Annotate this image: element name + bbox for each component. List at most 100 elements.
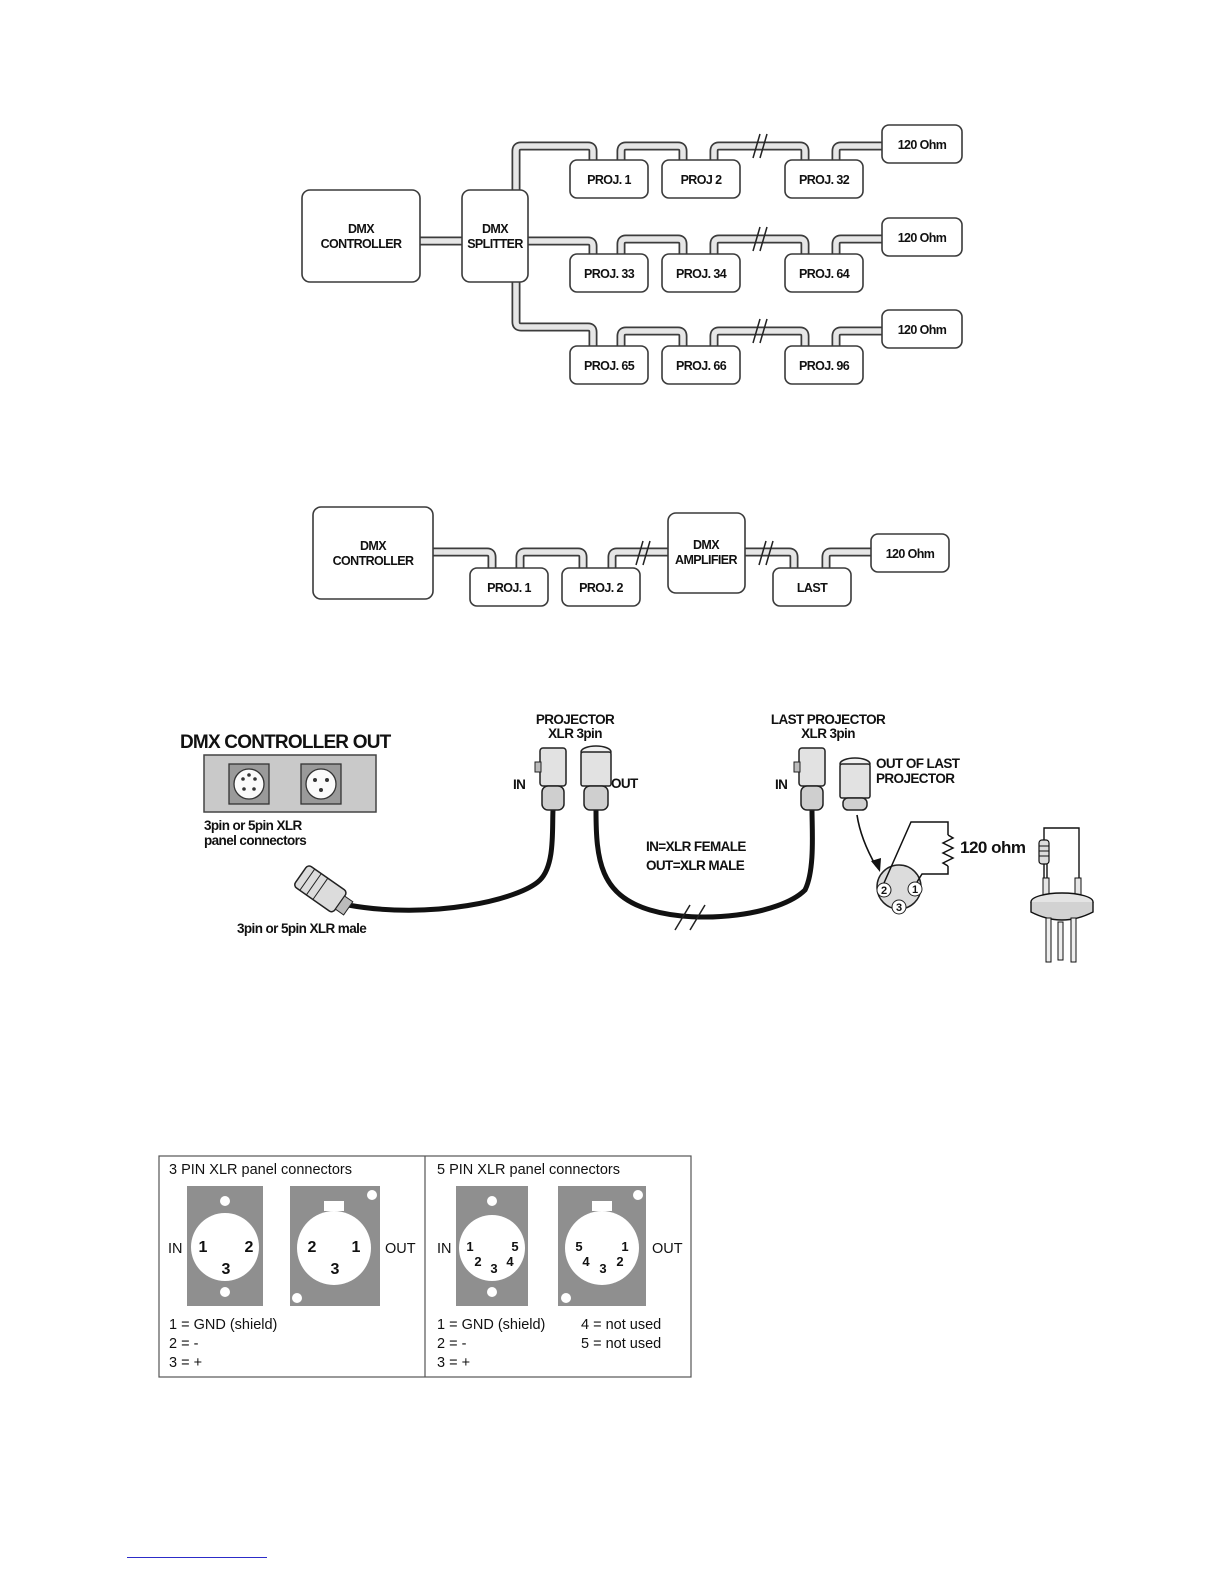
projector-box: PROJ. 1	[569, 159, 649, 199]
svg-text:5: 5	[575, 1239, 582, 1254]
projector-box: PROJ. 33	[569, 253, 649, 293]
projector-box: PROJ. 1	[469, 567, 549, 607]
svg-text:CONTROLLER: CONTROLLER	[321, 237, 402, 251]
svg-text:1: 1	[199, 1239, 208, 1256]
projector-box: PROJ. 34	[661, 253, 741, 293]
xlr-female-connector	[793, 747, 826, 811]
projector-box: PROJ. 32	[784, 159, 864, 199]
terminator-box: 120 Ohm	[881, 309, 963, 349]
out-label: OUT	[385, 1241, 416, 1257]
svg-text:1: 1	[912, 884, 918, 896]
five-pin-title: 5 PIN XLR panel connectors	[437, 1162, 620, 1178]
svg-text:PROJ. 65: PROJ. 65	[584, 359, 635, 373]
svg-text:PROJ. 1: PROJ. 1	[587, 173, 631, 187]
svg-text:1: 1	[352, 1239, 361, 1256]
svg-text:120 Ohm: 120 Ohm	[886, 547, 935, 561]
cable-controller-to-projector	[347, 809, 556, 913]
svg-text:PROJ. 64: PROJ. 64	[799, 267, 850, 281]
terminator-box: 120 Ohm	[881, 217, 963, 257]
connector-legend: OUT=XLR MALE	[646, 858, 745, 873]
projector-box: PROJ. 66	[661, 345, 741, 385]
arrow-to-pin-face	[856, 814, 877, 867]
three-pin-female-panel: 2 1 3	[290, 1186, 380, 1306]
projector-box: PROJ 2	[661, 159, 741, 199]
svg-text:2: 2	[308, 1239, 317, 1256]
cable-diagram: DMX CONTROLLER OUT 3pin or 5pin XLR pane…	[180, 712, 1094, 963]
svg-text:PROJ 2: PROJ 2	[681, 173, 723, 187]
pin-legend: 3 = +	[169, 1355, 202, 1371]
pin-legend: 1 = GND (shield)	[437, 1317, 545, 1333]
five-pin-male-panel: 1 5 2 4 3	[456, 1186, 528, 1306]
pin-legend: 5 = not used	[581, 1336, 661, 1352]
svg-text:AMPLIFIER: AMPLIFIER	[675, 553, 738, 567]
row2-cables	[616, 226, 882, 254]
svg-text:3: 3	[222, 1261, 231, 1278]
out-of-last-label: PROJECTOR	[876, 771, 955, 786]
controller-out-title: DMX CONTROLLER OUT	[180, 732, 392, 753]
three-pin-male-panel: 1 2 3	[187, 1186, 263, 1306]
splitter-branch-cables	[511, 141, 598, 346]
svg-text:120 Ohm: 120 Ohm	[898, 231, 947, 245]
row3-cables	[616, 318, 882, 346]
out-label: OUT	[611, 776, 639, 791]
amplifier-diagram: DMX CONTROLLER PROJ. 1 PROJ. 2 DMX AMPLI…	[312, 506, 950, 607]
svg-text:120 Ohm: 120 Ohm	[898, 323, 947, 337]
splitter-diagram: DMX CONTROLLER DMX SPLITTER PROJ. 1 PROJ…	[301, 124, 963, 385]
in-label: IN	[775, 777, 787, 792]
cable-projector-to-last	[593, 809, 815, 920]
five-pin-female-panel: 5 1 4 2 3	[558, 1186, 646, 1306]
dmx-splitter-box: DMX SPLITTER	[461, 189, 529, 283]
last-projector-label: XLR 3pin	[801, 726, 855, 741]
amplifier-chain-cables	[433, 540, 871, 568]
male-plug-caption: 3pin or 5pin XLR male	[237, 921, 367, 936]
panel-caption: panel connectors	[204, 833, 306, 848]
svg-text:3: 3	[599, 1261, 606, 1276]
panel-caption: 3pin or 5pin XLR	[204, 818, 303, 833]
in-label: IN	[168, 1241, 183, 1257]
svg-text:DMX: DMX	[482, 222, 509, 236]
svg-text:PROJ. 32: PROJ. 32	[799, 173, 850, 187]
footer-rule	[127, 1557, 267, 1558]
out-label: OUT	[652, 1241, 683, 1257]
svg-text:2: 2	[474, 1254, 481, 1269]
svg-text:PROJ. 33: PROJ. 33	[584, 267, 635, 281]
xlr-male-connector	[580, 745, 612, 811]
pin-legend: 4 = not used	[581, 1317, 661, 1333]
pinout-table: 3 PIN XLR panel connectors IN OUT 1 2 3 …	[158, 1155, 692, 1378]
svg-text:2: 2	[881, 885, 887, 897]
last-projector-label: LAST PROJECTOR	[771, 712, 886, 727]
svg-text:4: 4	[582, 1254, 590, 1269]
svg-text:LAST: LAST	[797, 581, 828, 595]
svg-text:3: 3	[896, 902, 902, 914]
in-label: IN	[437, 1241, 452, 1257]
projector-box: PROJ. 2	[561, 567, 641, 607]
xlr-male-plug	[294, 865, 354, 916]
pin-legend: 1 = GND (shield)	[169, 1317, 277, 1333]
svg-text:2: 2	[245, 1239, 254, 1256]
svg-text:1: 1	[621, 1239, 628, 1254]
svg-text:3: 3	[490, 1261, 497, 1276]
svg-text:PROJ. 2: PROJ. 2	[579, 581, 623, 595]
three-pin-title: 3 PIN XLR panel connectors	[169, 1162, 352, 1178]
xlr-female-connector	[534, 747, 567, 811]
svg-text:PROJ. 34: PROJ. 34	[676, 267, 727, 281]
controller-panel	[203, 754, 377, 813]
svg-text:DMX: DMX	[693, 538, 720, 552]
dmx-amplifier-box: DMX AMPLIFIER	[667, 512, 746, 594]
svg-text:DMX: DMX	[348, 222, 375, 236]
projector-box: PROJ. 64	[784, 253, 864, 293]
row1-cables	[616, 133, 882, 160]
dmx-controller-box: DMX CONTROLLER	[312, 506, 434, 600]
pin-legend: 3 = +	[437, 1355, 470, 1371]
in-label: IN	[513, 777, 525, 792]
last-projector-box: LAST	[772, 567, 852, 607]
terminator-box: 120 Ohm	[881, 124, 963, 164]
projector-label: XLR 3pin	[548, 726, 602, 741]
svg-text:SPLITTER: SPLITTER	[467, 237, 523, 251]
svg-text:2: 2	[616, 1254, 623, 1269]
pin-legend: 2 = -	[437, 1336, 467, 1352]
connector-legend: IN=XLR FEMALE	[646, 839, 746, 854]
svg-text:PROJ. 96: PROJ. 96	[799, 359, 850, 373]
projector-box: PROJ. 96	[784, 345, 864, 385]
resistor-wiring	[883, 821, 955, 884]
